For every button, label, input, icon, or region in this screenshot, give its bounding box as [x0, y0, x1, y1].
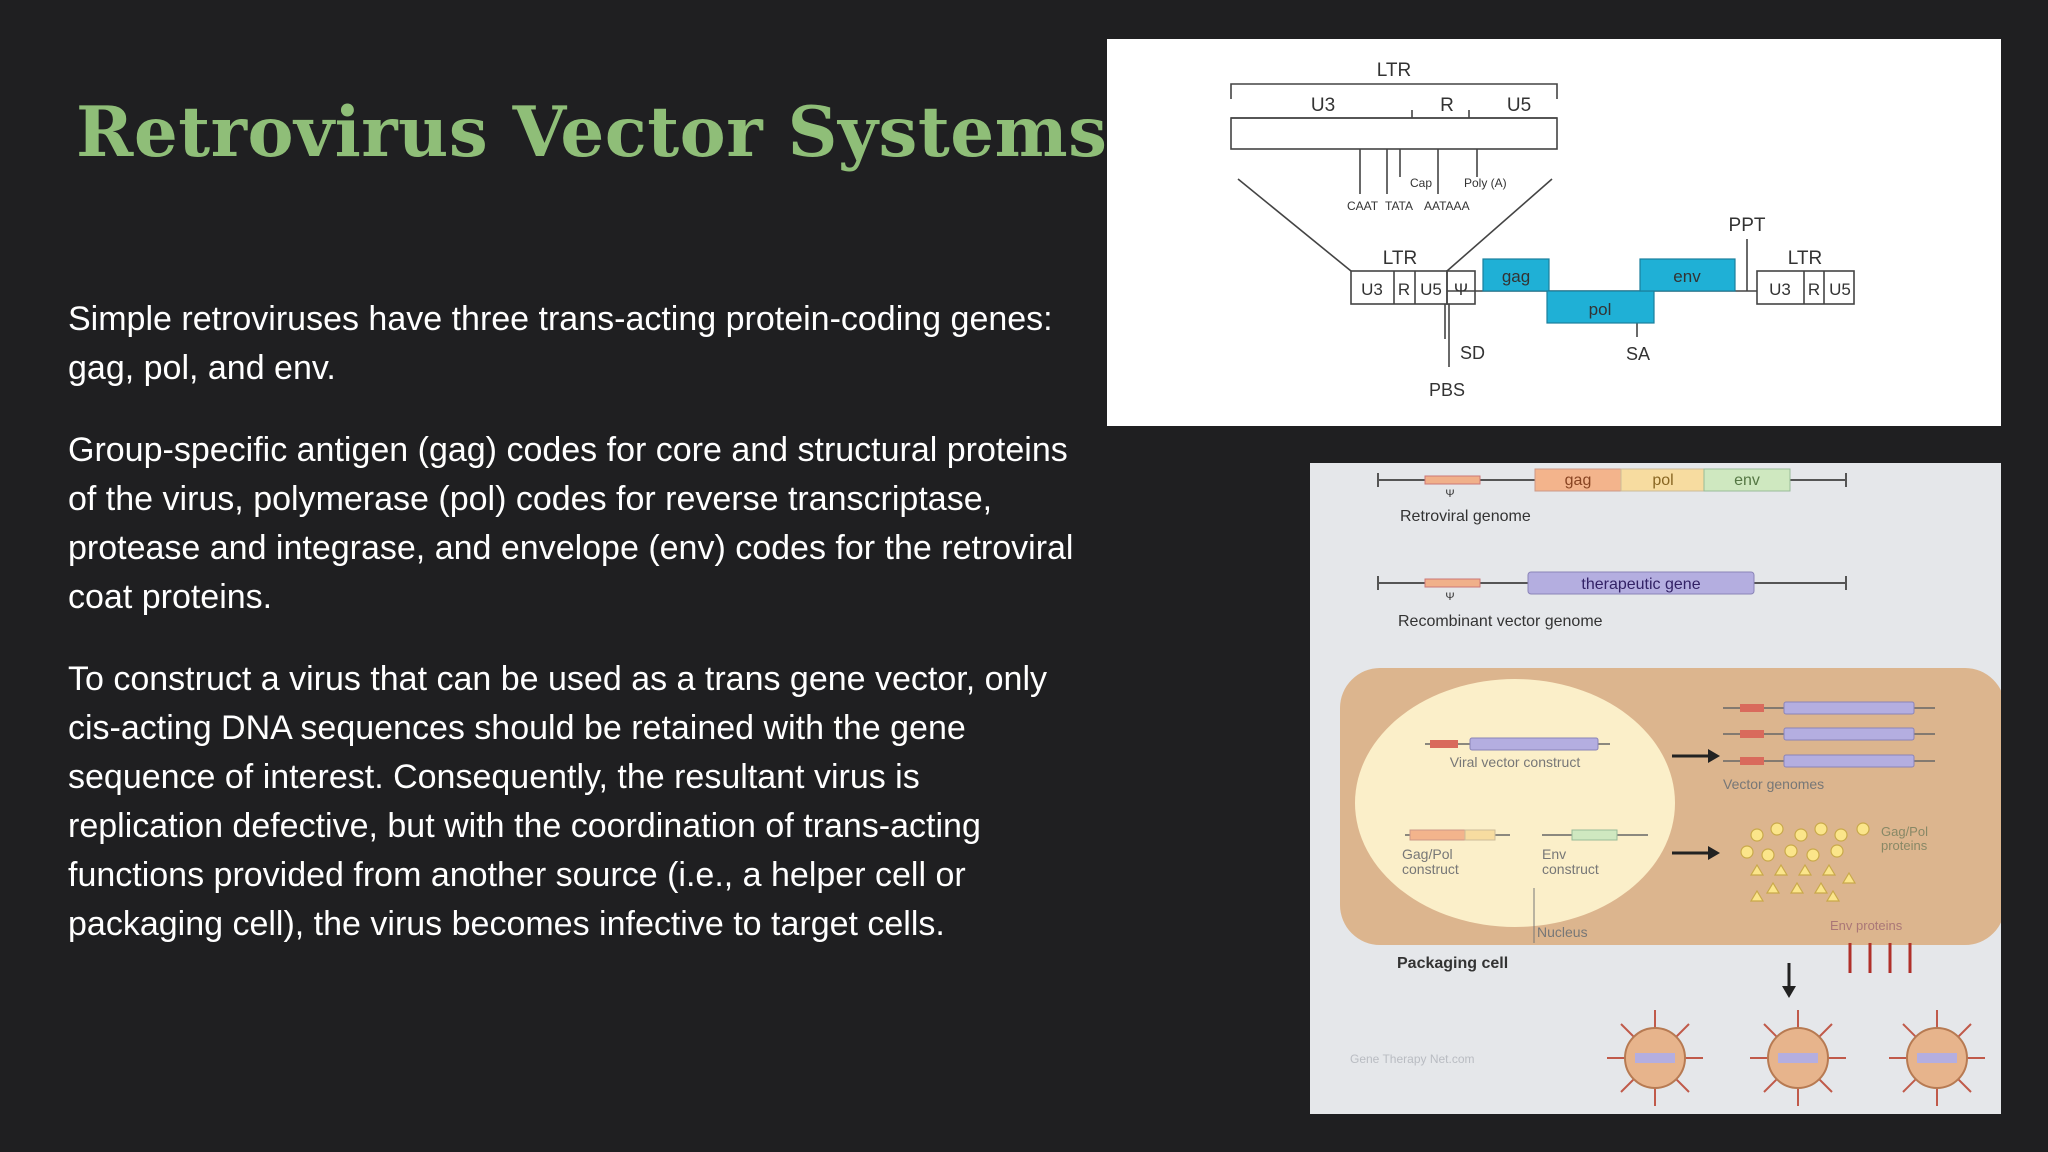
packaging-cell-figure: gag pol env Ψ Ψ Retroviral genome therap…	[1310, 463, 2001, 1114]
recombinant-vector-genome-label: Recombinant vector genome	[1398, 613, 1603, 630]
viral-vector-construct-label: Viral vector construct	[1450, 754, 1581, 770]
pol-box	[1546, 290, 1655, 324]
vector-genomes-label: Vector genomes	[1723, 776, 1824, 792]
nucleus	[1355, 679, 1675, 927]
vector-pol-label: pol	[1652, 472, 1673, 489]
packaging-cell-label: Packaging cell	[1397, 955, 1508, 972]
ltr-right-u3: U3	[1769, 280, 1791, 299]
gene-boxes	[1482, 258, 1736, 324]
therapeutic-gene-label: therapeutic gene	[1581, 576, 1700, 593]
gagpol-protein-dots	[1740, 822, 1870, 862]
retrovirus-genome-figure: LTR U3 R U5 Cap Poly (A) CAAT TATA AATAA…	[1107, 39, 2001, 426]
psi-label: Ψ	[1454, 280, 1468, 299]
paragraph-vector-construction: To construct a virus that can be used as…	[68, 660, 1047, 943]
u3-label: U3	[1311, 95, 1335, 116]
aataaa-label: AATAAA	[1424, 199, 1470, 213]
nucleus-label: Nucleus	[1537, 924, 1588, 940]
ltr-top-label: LTR	[1377, 60, 1411, 81]
ltr-right-label: LTR	[1788, 248, 1822, 269]
r-label: R	[1440, 95, 1454, 116]
gag-label: gag	[1502, 267, 1530, 286]
caat-label: CAAT	[1347, 199, 1379, 213]
gagpol-construct-label-2: construct	[1402, 861, 1459, 877]
virions	[1607, 1010, 1985, 1106]
gag-box	[1482, 258, 1550, 292]
figure-watermark: Gene Therapy Net.com	[1350, 1052, 1475, 1066]
gagpol-construct-label-1: Gag/Pol	[1402, 846, 1453, 862]
ltr-left-r: R	[1398, 280, 1410, 299]
therapeutic-gene-box	[1527, 571, 1755, 595]
retroviral-genome-label: Retroviral genome	[1400, 508, 1531, 525]
env-box	[1639, 258, 1736, 292]
env-construct-label-1: Env	[1542, 846, 1566, 862]
env-construct-label-2: construct	[1542, 861, 1599, 877]
sa-label: SA	[1626, 344, 1650, 364]
paragraph-genes: Simple retroviruses have three trans-act…	[68, 300, 1053, 387]
ltr-left-u3: U3	[1361, 280, 1383, 299]
u5-label: U5	[1507, 95, 1531, 116]
ltr-bracket	[1230, 83, 1558, 99]
slide-title: Retrovirus Vector Systems	[76, 92, 1108, 173]
slide-body: Simple retroviruses have three trans-act…	[68, 295, 1078, 982]
ltr-left-u5: U5	[1420, 280, 1442, 299]
pbs-label: PBS	[1429, 380, 1465, 400]
membrane-env-spikes	[1848, 943, 1912, 973]
paragraph-gene-functions: Group-specific antigen (gag) codes for c…	[68, 431, 1074, 616]
tata-label: TATA	[1385, 199, 1413, 213]
cap-label: Cap	[1410, 176, 1432, 190]
ppt-label: PPT	[1729, 215, 1766, 236]
gagpol-proteins-label-2: proteins	[1881, 838, 1928, 853]
sd-label: SD	[1460, 343, 1485, 363]
pol-label: pol	[1589, 300, 1612, 319]
polya-label: Poly (A)	[1464, 176, 1507, 190]
ltr-right-box	[1756, 270, 1855, 305]
env-proteins-label: Env proteins	[1830, 918, 1903, 933]
ltr-right-u5: U5	[1829, 280, 1851, 299]
genome-diagram: LTR U3 R U5 Cap Poly (A) CAAT TATA AATAA…	[1230, 60, 1855, 400]
packaging-diagram: gag pol env Ψ Ψ Retroviral genome therap…	[1340, 468, 2001, 1106]
vector-env-label: env	[1734, 472, 1760, 489]
psi-mark-1: Ψ	[1445, 488, 1454, 500]
vector-gag-label: gag	[1565, 472, 1592, 489]
ltr-left-label: LTR	[1383, 248, 1417, 269]
ltr-expanded-bar	[1230, 117, 1558, 150]
ltr-right-r: R	[1808, 280, 1820, 299]
psi-mark-2: Ψ	[1445, 591, 1454, 603]
env-protein-triangles	[1749, 863, 1857, 902]
env-label: env	[1673, 267, 1701, 286]
gagpol-proteins-label-1: Gag/Pol	[1881, 824, 1928, 839]
vector-env-box	[1703, 468, 1791, 492]
